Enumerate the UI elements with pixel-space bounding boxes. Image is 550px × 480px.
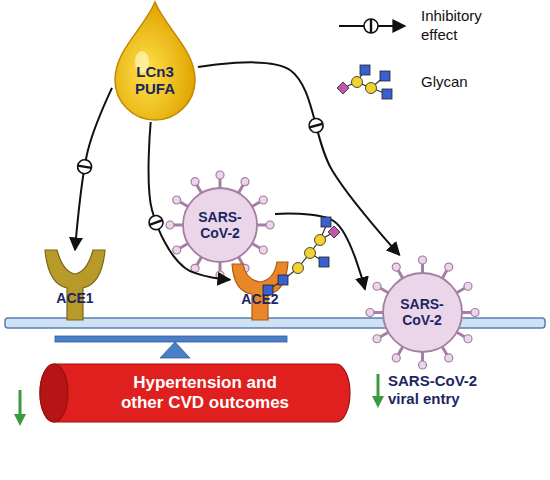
legend-sample <box>335 6 415 46</box>
glycan-links <box>268 226 334 290</box>
glycan-circle <box>315 235 326 246</box>
glycan-square <box>319 257 329 267</box>
glycan-sample <box>337 65 392 99</box>
legend-entry: Inhibitory effect <box>335 6 499 46</box>
cylinder-end <box>40 364 68 422</box>
virus-spikes <box>366 256 479 369</box>
virus-body <box>183 188 257 262</box>
ace2-receptor <box>232 262 288 320</box>
inhibitory-arrow <box>75 88 112 250</box>
inhibit-symbol <box>77 159 93 175</box>
droplet-outline <box>115 2 195 120</box>
glycan-square <box>321 217 331 227</box>
seesaw-plank <box>55 336 287 342</box>
node-text: ACE1 <box>56 290 93 306</box>
inhibit-symbol <box>364 19 378 33</box>
glycan-circle <box>305 248 316 259</box>
virus-node: SARS-CoV-2 <box>365 255 480 370</box>
glycan-square <box>263 285 273 295</box>
virus-spikes <box>166 171 274 279</box>
connector-group <box>147 122 230 280</box>
caption-label: SARS-CoV-2 viral entry <box>388 372 488 408</box>
legend-text: Glycan <box>421 73 499 92</box>
virus-body <box>383 273 462 352</box>
text-box: Hypertension and other CVD outcomes <box>110 362 300 424</box>
receptor-node-outline <box>45 250 105 320</box>
inhibitory-arrow <box>149 122 230 280</box>
decrease-arrow <box>19 390 22 420</box>
text-box: SARS-CoV-2 <box>392 287 452 337</box>
entry-arrow <box>275 214 365 290</box>
decrease-arrow <box>377 374 380 402</box>
inhibitory-arrow <box>198 62 400 255</box>
text-box: ACE2 <box>230 288 290 310</box>
seesaw-fulcrum <box>160 342 190 358</box>
droplet-node: LCn3 PUFA <box>112 0 198 122</box>
cylinder-body <box>40 364 350 422</box>
virus-node: SARS-CoV-2 <box>165 170 275 280</box>
node-text: ACE2 <box>241 291 278 307</box>
receptor-node: ACE2 <box>230 258 290 320</box>
node-text: Hypertension and other CVD outcomes <box>110 373 300 412</box>
inhibit-symbol <box>147 214 165 232</box>
receptor-node-outline <box>230 258 290 320</box>
text-box: SARS-CoV-2 <box>190 200 250 250</box>
node-text: SARS-CoV-2 <box>392 296 452 328</box>
node-text: LCn3 PUFA <box>125 63 185 98</box>
cell-membrane <box>5 318 545 328</box>
droplet-node-outline <box>112 0 198 122</box>
node-text: SARS-CoV-2 <box>190 209 250 241</box>
legend-sample <box>335 62 415 102</box>
legend-text: Inhibitory effect <box>421 7 499 45</box>
legend-entry: Glycan <box>335 62 499 102</box>
receptor-node: ACE1 <box>45 250 105 320</box>
text-box: LCn3 PUFA <box>125 55 185 105</box>
glycan-square <box>278 275 288 285</box>
connector-group <box>75 88 112 250</box>
glycan-diamond <box>328 226 340 238</box>
connector-group <box>275 214 365 290</box>
inhibit-symbol <box>308 117 325 134</box>
outcome-cylinder: Hypertension and other CVD outcomes <box>40 362 350 424</box>
glycan-circle <box>293 263 304 274</box>
connector-group <box>198 62 400 255</box>
text-box: ACE1 <box>45 287 105 309</box>
ace1-receptor <box>45 250 105 320</box>
